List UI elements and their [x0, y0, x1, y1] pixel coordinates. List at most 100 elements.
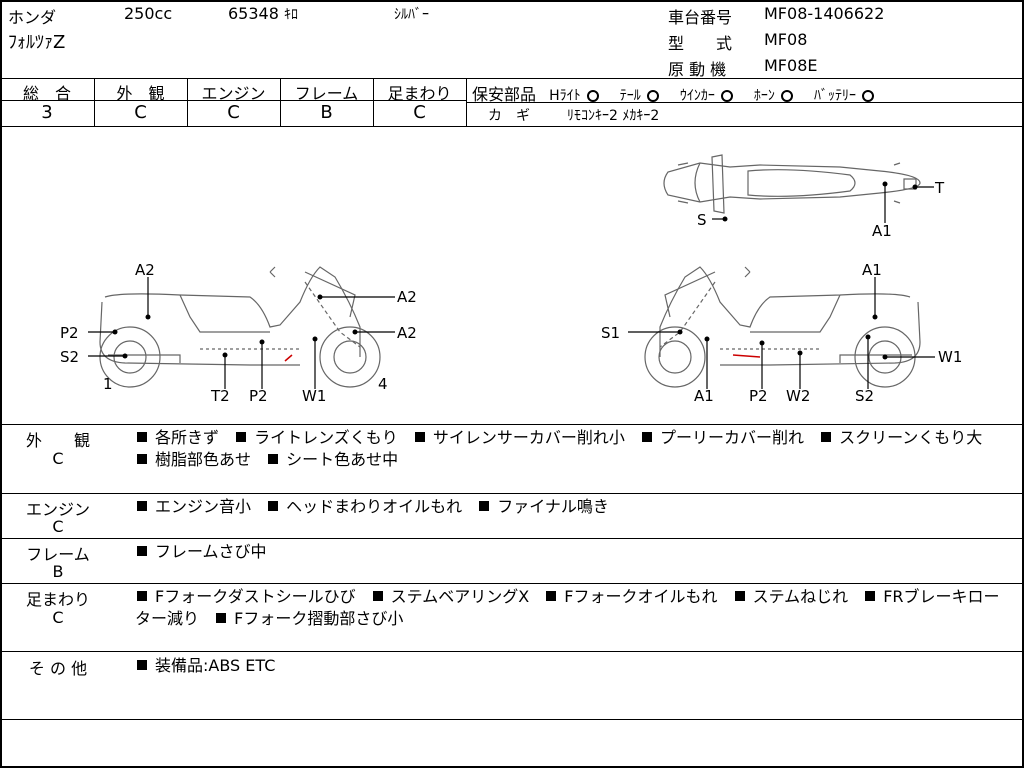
safety-item-battery: ﾊﾞｯﾃﾘｰ: [814, 88, 875, 104]
scooter-right-view: [644, 266, 921, 388]
mileage-value: 65348: [228, 4, 279, 23]
appearance-items: 各所きず ライトレンズくもり サイレンサーカバー削れ小 プーリーカバー削れ スク…: [135, 427, 1010, 471]
diagram-label: P2: [249, 387, 268, 405]
appearance-label: 外 観: [25, 431, 90, 450]
list-item: ヘッドまわりオイルもれ: [266, 497, 462, 516]
model-name: ﾌｫﾙﾂｧZ: [8, 32, 66, 53]
other-section-label: そ の 他: [28, 659, 88, 678]
list-item: 装備品:ABS ETC: [135, 656, 275, 675]
chassis-number: MF08-1406622: [764, 4, 885, 23]
engine-label: 原 動 機: [668, 60, 727, 79]
ok-circle-icon: [646, 90, 659, 102]
ok-circle-icon: [586, 90, 599, 102]
grade-value-appearance: C: [134, 102, 147, 123]
diagram-label: T2: [210, 387, 230, 405]
divider: [0, 100, 466, 101]
list-item: フレームさび中: [135, 542, 267, 561]
diagram-label: W1: [938, 348, 962, 366]
diagram-label: A1: [694, 387, 714, 405]
suspension-items: Fフォークダストシールひび ステムベアリングX Fフォークオイルもれ ステムねじ…: [135, 586, 1010, 630]
list-item: ステムねじれ: [733, 587, 848, 606]
maker: ホンダ: [8, 8, 57, 27]
grade-label-suspension: 足まわり: [387, 84, 452, 103]
divider: [0, 78, 1024, 79]
safety-item-winker: ｳｲﾝｶｰ: [680, 88, 733, 104]
grade-label-engine: エンジン: [201, 84, 266, 103]
diagram-label: W1: [302, 387, 326, 405]
frame-items: フレームさび中: [135, 541, 1010, 563]
diagram-label: P2: [60, 324, 79, 342]
divider: [0, 424, 1024, 425]
diagram-label: T: [934, 179, 945, 197]
other-items: 装備品:ABS ETC: [135, 655, 1010, 677]
safety-item-tail: ﾃｰﾙ: [620, 88, 659, 104]
grade-label-overall: 総 合: [22, 84, 71, 103]
divider: [0, 583, 1024, 584]
diagram-label: S2: [855, 387, 874, 405]
diagram-label: W2: [786, 387, 810, 405]
suspension-section-label: 足まわり: [25, 590, 90, 609]
diagram-label: S2: [60, 348, 79, 366]
list-item: シート色あせ中: [266, 450, 398, 469]
list-item: ステムベアリングX: [371, 587, 529, 606]
list-item: 各所きず: [135, 428, 219, 447]
list-item: スクリーンくもり大: [819, 428, 982, 447]
diagram-label: S1: [601, 324, 620, 342]
divider: [187, 78, 188, 126]
key-value: ﾘﾓｺﾝｷｰ2 ﾒｶｷｰ2: [567, 108, 660, 124]
frame-section-label: フレーム: [26, 545, 90, 564]
list-item: 樹脂部色あせ: [135, 450, 251, 469]
divider: [0, 719, 1024, 720]
divider: [0, 493, 1024, 494]
safety-label: 保安部品: [472, 85, 537, 104]
diagram-label: A2: [397, 324, 417, 342]
damage-mark: [284, 354, 293, 362]
list-item: Fフォーク摺動部さび小: [214, 609, 403, 628]
diagram-label: 1: [103, 375, 113, 393]
engine-section-label: エンジン: [25, 500, 90, 519]
damage-mark: [732, 354, 761, 358]
divider: [280, 78, 281, 126]
displacement: 250cc: [124, 4, 173, 23]
type-value: MF08: [764, 30, 808, 49]
diagram-label: 4: [378, 375, 388, 393]
list-item: Fフォークオイルもれ: [544, 587, 717, 606]
diagram-label: P2: [749, 387, 768, 405]
diagram-label: S: [697, 211, 707, 229]
list-item: ファイナル鳴き: [477, 497, 609, 516]
divider: [94, 78, 95, 126]
list-item: プーリーカバー削れ: [640, 428, 804, 447]
frame-section-grade: B: [52, 562, 64, 581]
grade-value-engine: C: [227, 102, 240, 123]
scooter-top-view: [663, 154, 921, 214]
divider: [0, 651, 1024, 652]
appearance-grade: C: [52, 449, 64, 468]
diagram-label: A2: [397, 288, 417, 306]
color: ｼﾙﾊﾞｰ: [394, 7, 429, 23]
ok-circle-icon: [780, 90, 793, 102]
damage-diagram: A2 A2 A2 P2 S2 1 4 T2 P2 W1 A1 S1 W1 A1 …: [60, 154, 962, 405]
list-item: ライトレンズくもり: [234, 428, 398, 447]
diagram-label: A1: [872, 222, 892, 240]
key-label: カ ギ: [488, 108, 530, 124]
safety-parts: 保安部品 Hﾗｲﾄ ﾃｰﾙ ｳｲﾝｶｰ ﾎｰﾝ ﾊﾞｯﾃﾘｰ: [472, 81, 875, 105]
grade-value-suspension: C: [413, 102, 426, 123]
chassis-label: 車台番号: [668, 8, 733, 27]
grade-value-overall: 3: [41, 102, 53, 123]
divider: [0, 126, 1024, 127]
grade-label-frame: フレーム: [294, 84, 359, 103]
mileage-unit: ｷﾛ: [284, 7, 298, 23]
list-item: サイレンサーカバー削れ小: [413, 428, 625, 447]
grade-label-appearance: 外 観: [116, 84, 165, 103]
list-item: Fフォークダストシールひび: [135, 587, 356, 606]
list-item: エンジン音小: [135, 497, 251, 516]
suspension-section-grade: C: [52, 608, 64, 627]
diagram-label: A2: [135, 261, 155, 279]
engine-value: MF08E: [764, 56, 818, 75]
divider: [373, 78, 374, 126]
grade-value-frame: B: [320, 102, 333, 123]
divider: [466, 102, 1024, 103]
scooter-left-view: [99, 266, 381, 388]
engine-section-grade: C: [52, 517, 64, 536]
